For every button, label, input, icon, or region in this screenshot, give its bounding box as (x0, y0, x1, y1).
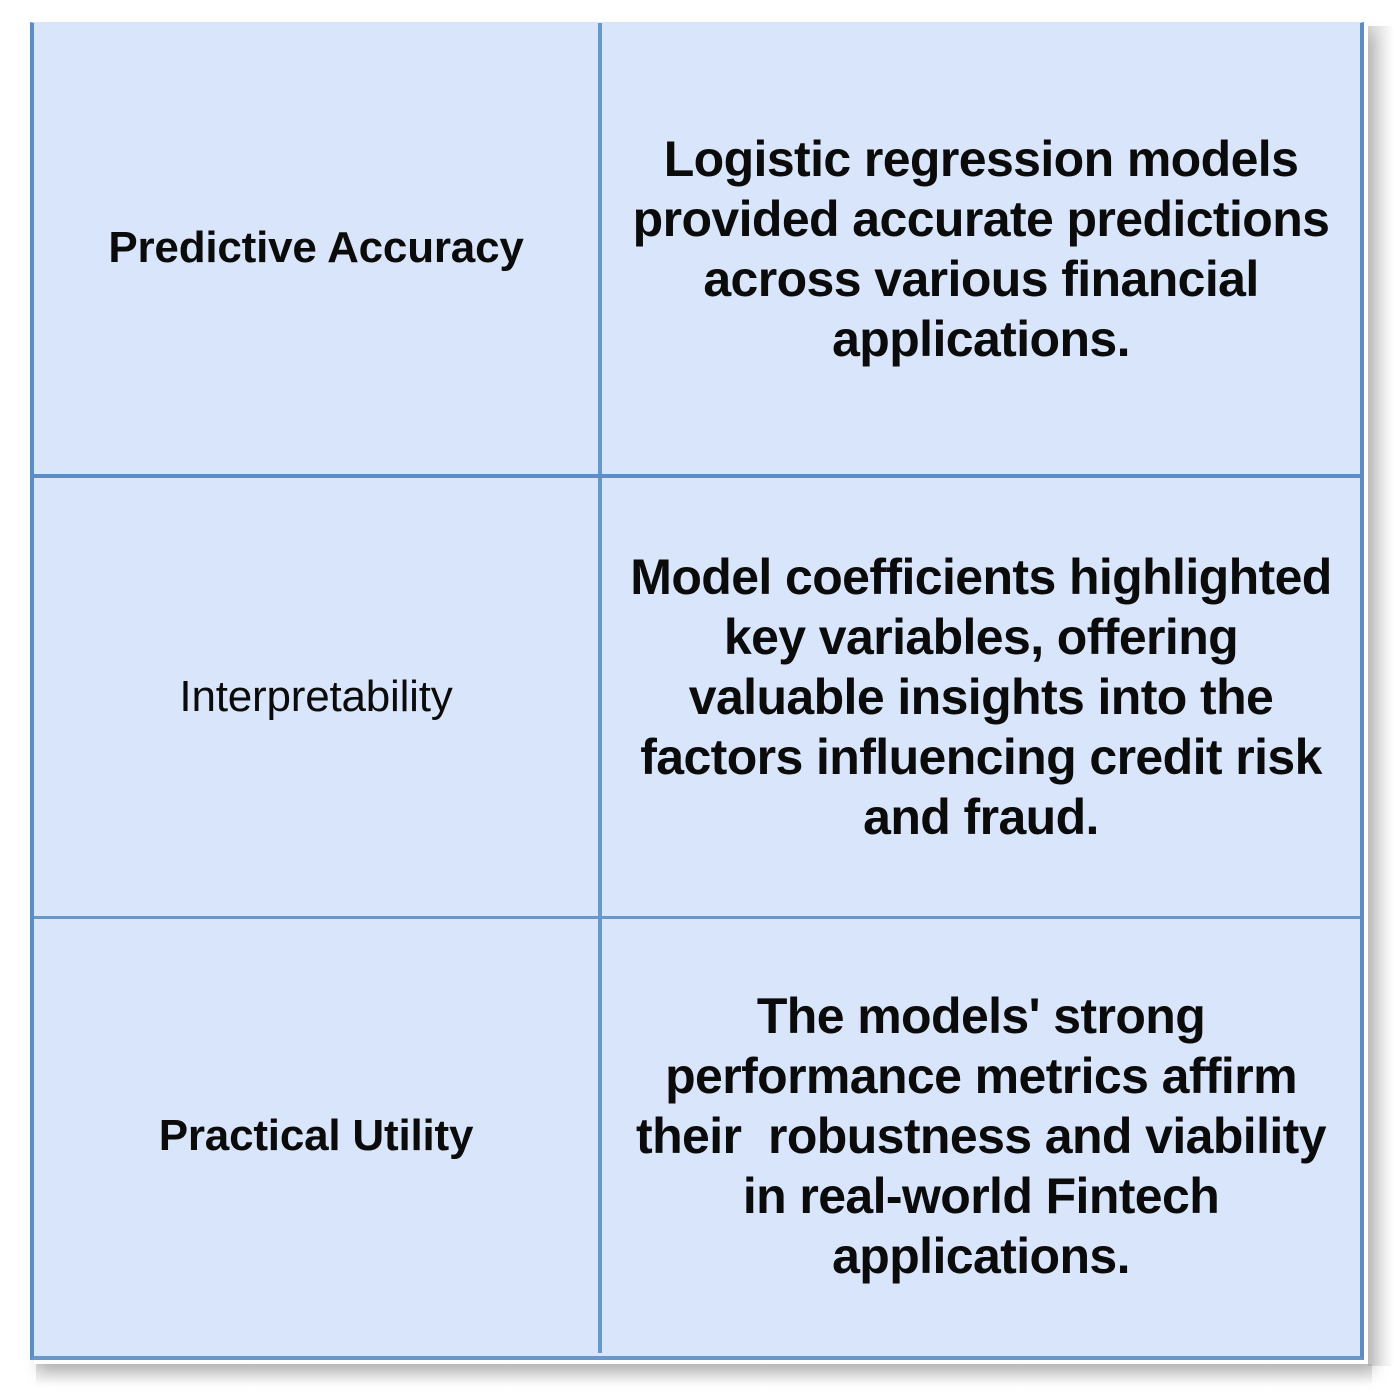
row-label-interpretability: Interpretability (179, 671, 453, 721)
table-row: Practical Utility The models' strong per… (34, 919, 1360, 1353)
table-cell-label: Interpretability (34, 478, 602, 916)
row-description-practical-utility: The models' strong performance metrics a… (636, 988, 1327, 1284)
summary-table: Predictive Accuracy Logistic regression … (30, 22, 1364, 1360)
table-cell-label: Predictive Accuracy (34, 23, 602, 474)
row-description-predictive-accuracy: Logistic regression models provided accu… (632, 130, 1330, 367)
table-cell-description: Model coefficients highlighted key varia… (602, 478, 1360, 916)
table-cell-description: The models' strong performance metrics a… (602, 919, 1360, 1353)
row-label-predictive-accuracy: Predictive Accuracy (108, 223, 524, 273)
row-description-interpretability: Model coefficients highlighted key varia… (630, 549, 1332, 845)
table-row: Predictive Accuracy Logistic regression … (34, 23, 1360, 478)
table-cell-description: Logistic regression models provided accu… (602, 23, 1360, 474)
row-label-practical-utility: Practical Utility (158, 1110, 474, 1160)
table-cell-label: Practical Utility (34, 919, 602, 1353)
table-row: Interpretability Model coefficients high… (34, 478, 1360, 919)
page-bottom-edge-shading (36, 1364, 1372, 1386)
page-right-edge-shading (1368, 26, 1394, 1366)
